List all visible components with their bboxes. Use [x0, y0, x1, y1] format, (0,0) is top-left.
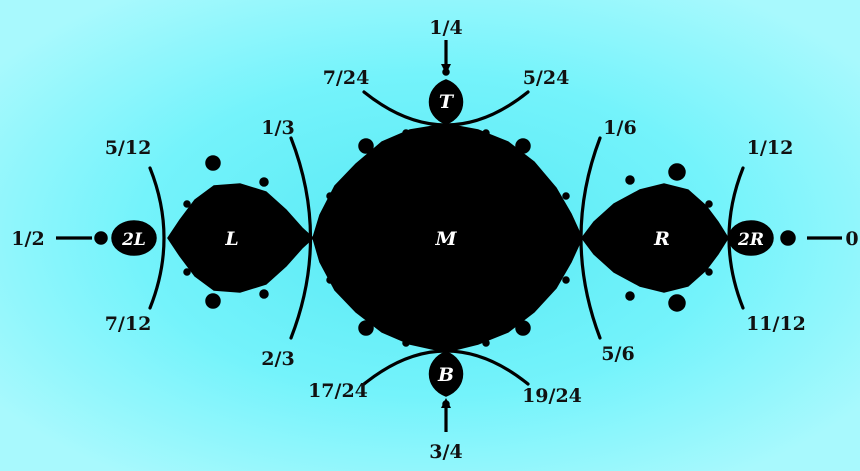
- angle-label-5-6: 5/6: [601, 343, 634, 365]
- satellite-bulb: [515, 320, 531, 336]
- satellite-bulb: [205, 155, 221, 171]
- bottom-bulb: [428, 351, 464, 397]
- angle-label-5-24: 5/24: [523, 67, 570, 89]
- angle-label-1-12: 1/12: [747, 137, 794, 159]
- angle-label-1-4: 1/4: [429, 17, 462, 39]
- satellite-bulb: [205, 293, 221, 309]
- angle-label-5-12: 5/12: [105, 137, 152, 159]
- satellite-bulb: [183, 268, 191, 276]
- satellite-bulb: [183, 200, 191, 208]
- arc-outer-right: [727, 166, 745, 310]
- angle-label-7-12: 7/12: [105, 313, 152, 335]
- satellite-bulb: [482, 339, 490, 347]
- satellite-bulb: [562, 276, 570, 284]
- region-label-r: R: [653, 228, 670, 250]
- right-tip-bulb: [780, 230, 796, 246]
- arc-top: [362, 90, 530, 127]
- satellite-bulb: [625, 291, 635, 301]
- arc-bottom: [362, 349, 530, 386]
- satellite-bulb: [259, 177, 269, 187]
- satellite-bulb: [402, 339, 410, 347]
- region-label-m: M: [434, 228, 457, 250]
- region-labels: M L R T B 2L 2R: [121, 91, 764, 386]
- satellite-bulb: [482, 129, 490, 137]
- left-tip-bulb: [94, 231, 108, 245]
- satellite-bulb: [705, 268, 713, 276]
- top-bulb: [428, 79, 464, 125]
- region-label-b: B: [437, 364, 454, 386]
- ray-top-arrowhead: [441, 64, 451, 74]
- satellite-bulb: [668, 163, 686, 181]
- region-label-2r: 2R: [737, 230, 764, 250]
- angle-label-3-4: 3/4: [429, 441, 462, 463]
- satellite-bulb: [326, 276, 334, 284]
- left-period2-bulb: [111, 220, 157, 256]
- wake-boundaries: [148, 90, 745, 386]
- angle-label-17-24: 17/24: [308, 380, 368, 402]
- region-label-2l: 2L: [121, 230, 146, 250]
- satellite-bulb: [705, 200, 713, 208]
- angle-label-11-12: 11/12: [746, 313, 806, 335]
- angle-label-7-24: 7/24: [323, 67, 370, 89]
- angle-label-1-6: 1/6: [603, 117, 636, 139]
- angle-labels: 1/4 7/24 5/24 1/3 1/6 5/12 1/12 1/2 0 7/…: [11, 17, 858, 463]
- satellite-bulb: [326, 192, 334, 200]
- left-component: [167, 183, 315, 293]
- ray-bottom-arrowhead: [441, 398, 451, 408]
- angle-label-19-24: 19/24: [522, 385, 582, 407]
- satellite-bulb: [515, 138, 531, 154]
- angle-label-0: 0: [845, 228, 858, 250]
- angle-label-1-3: 1/3: [261, 117, 294, 139]
- satellite-bulb: [562, 192, 570, 200]
- region-label-t: T: [439, 91, 455, 113]
- satellite-bulb: [358, 138, 374, 154]
- region-label-l: L: [224, 228, 238, 250]
- arc-inner-left: [289, 136, 313, 340]
- external-rays: [56, 40, 842, 432]
- satellite-bulb: [625, 175, 635, 185]
- angle-label-2-3: 2/3: [261, 348, 294, 370]
- angle-label-1-2: 1/2: [11, 228, 44, 250]
- satellite-bulb: [668, 294, 686, 312]
- satellite-bulb: [402, 129, 410, 137]
- arc-outer-left: [148, 166, 166, 310]
- arc-inner-right: [579, 136, 602, 340]
- satellite-bulb: [358, 320, 374, 336]
- satellite-bulb: [259, 289, 269, 299]
